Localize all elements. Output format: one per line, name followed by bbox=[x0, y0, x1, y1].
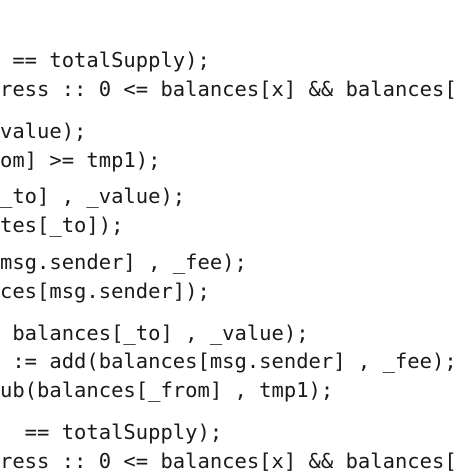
code-line: ress :: 0 <= balances[x] && balances[ bbox=[0, 449, 457, 473]
code-line: ub(balances[_from] , tmp1); bbox=[0, 378, 334, 402]
code-line: value); bbox=[0, 119, 87, 143]
code-line: ces[msg.sender]); bbox=[0, 279, 210, 303]
code-line: ress :: 0 <= balances[x] && balances[ bbox=[0, 77, 457, 101]
code-line: tes[_to]); bbox=[0, 213, 124, 237]
code-line: balances[_to] , _value); bbox=[0, 321, 309, 345]
code-line: == totalSupply); bbox=[0, 420, 223, 444]
code-line: om] >= tmp1); bbox=[0, 148, 161, 172]
code-line: := add(balances[msg.sender] , _fee); bbox=[0, 349, 457, 373]
code-line: == totalSupply); bbox=[0, 48, 210, 72]
code-line: _to] , _value); bbox=[0, 184, 186, 208]
code-line: msg.sender] , _fee); bbox=[0, 250, 247, 274]
